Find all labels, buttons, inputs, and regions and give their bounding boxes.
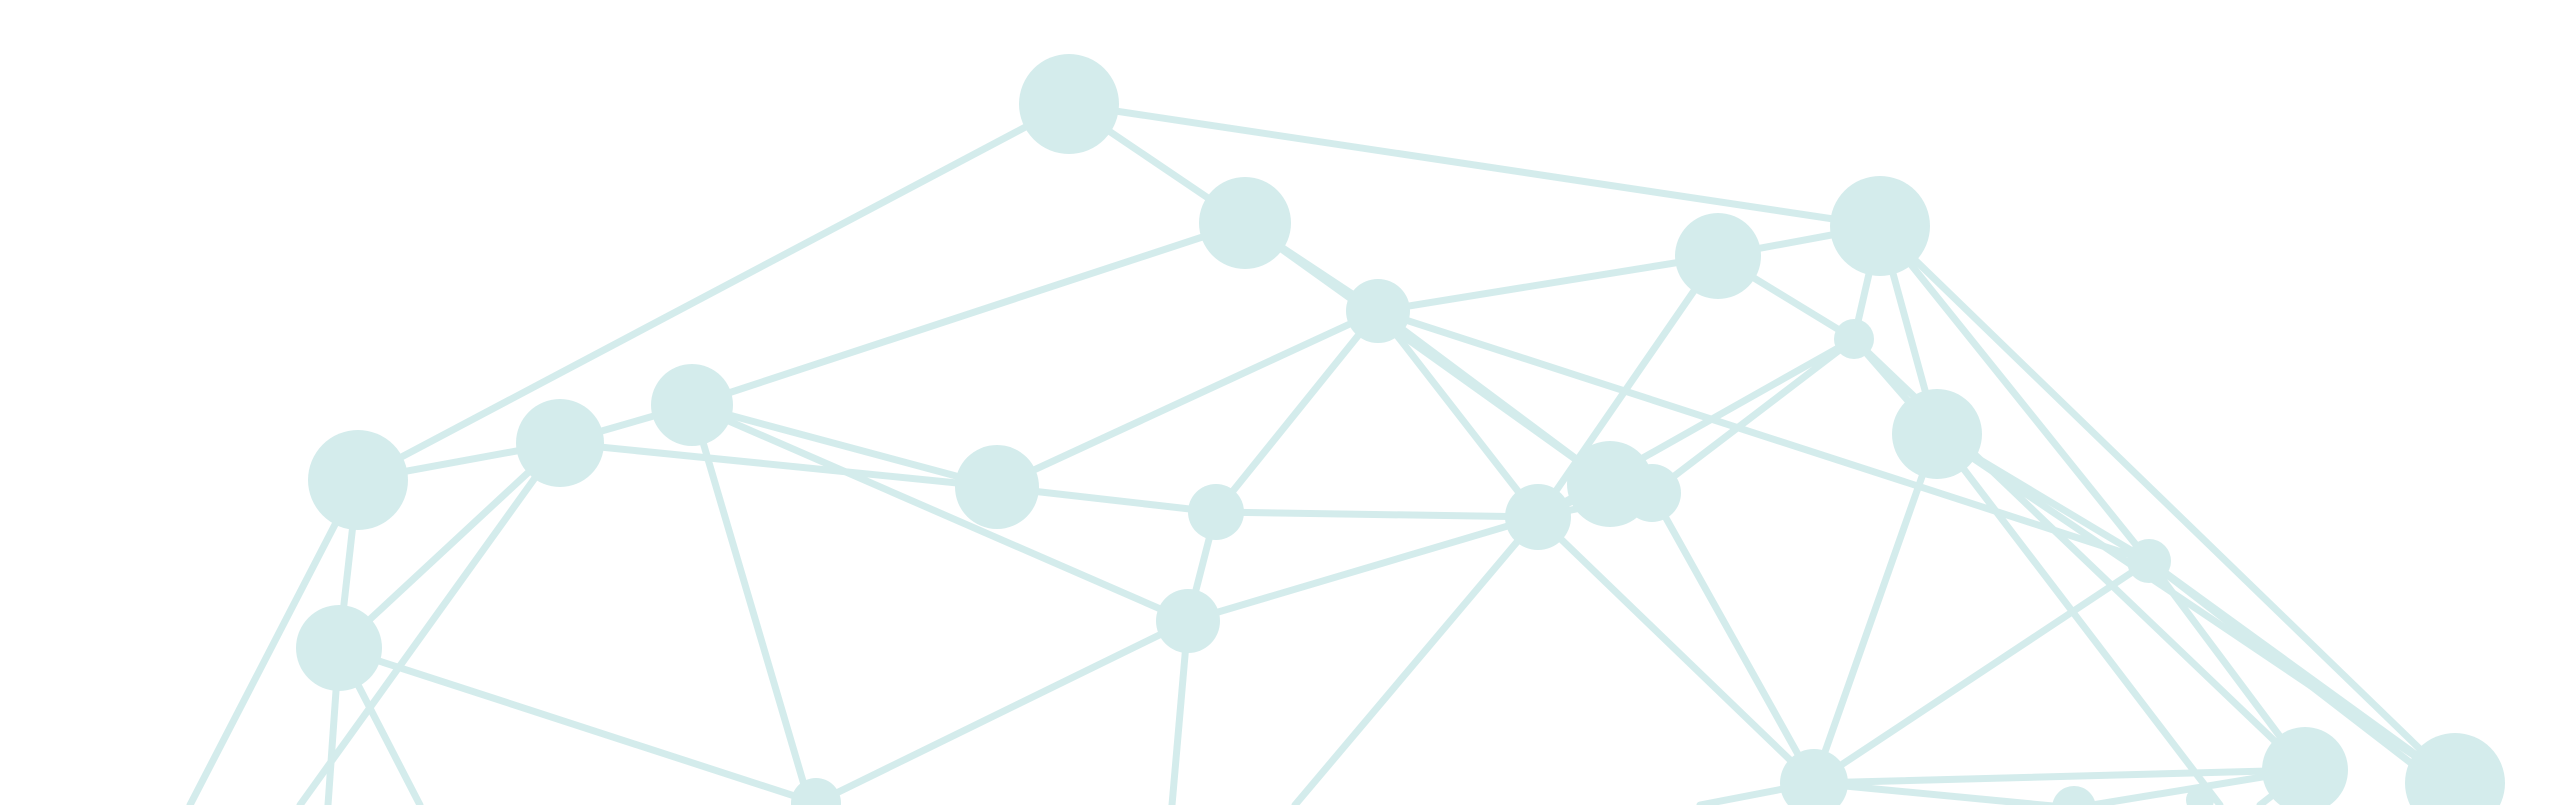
network-edge: [1534, 252, 1722, 521]
network-edge: [1648, 489, 1818, 787]
network-edge: [1374, 307, 1614, 488]
network-edge: [354, 100, 1073, 484]
network-node: [2127, 539, 2171, 583]
network-node: [791, 778, 841, 805]
network-edge: [688, 401, 814, 805]
network-edge: [1876, 222, 2153, 565]
network-node: [2186, 786, 2214, 805]
network-edge: [688, 219, 1249, 409]
network-edge: [1933, 430, 2459, 787]
network-edge: [1212, 307, 1382, 516]
network-node: [955, 445, 1039, 529]
network-node: [296, 605, 382, 691]
network-edge: [688, 401, 1001, 491]
network-edge: [296, 439, 564, 805]
network-edge: [186, 476, 362, 805]
network-node: [2262, 727, 2348, 805]
network-edge: [812, 617, 1192, 805]
network-node: [1346, 279, 1410, 343]
network-node: [2405, 733, 2505, 805]
network-node: [516, 399, 604, 487]
network-nodes: [296, 54, 2505, 805]
network-node: [1156, 589, 1220, 653]
network-edge: [1212, 508, 1542, 521]
network-edge: [1810, 766, 2309, 787]
network-edge: [1184, 513, 1542, 625]
network-edge: [688, 401, 1192, 625]
network-edge: [1810, 430, 1941, 787]
network-node: [2052, 786, 2096, 805]
network-node: [308, 430, 408, 530]
network-edge: [2145, 557, 2309, 774]
network-edge: [335, 644, 820, 805]
network-node: [1892, 389, 1982, 479]
network-edge: [2145, 557, 2424, 774]
network-edges: [186, 100, 2459, 805]
network-edge: [556, 439, 1001, 491]
network-edge: [1065, 100, 1884, 230]
network-node: [1780, 749, 1848, 805]
network-edge: [1876, 222, 2459, 787]
network-edge: [1374, 307, 2153, 565]
network-node: [1188, 484, 1244, 540]
network-node: [1830, 176, 1930, 276]
network-node: [1199, 177, 1291, 269]
network-edge: [1648, 335, 1858, 497]
network-node: [1623, 464, 1681, 522]
network-node: [651, 364, 733, 446]
network-edge: [1374, 252, 1722, 315]
network-node: [1834, 319, 1874, 359]
network-node: [1019, 54, 1119, 154]
network-edge: [1374, 307, 1542, 521]
network-edge: [1810, 557, 2153, 787]
network-edge: [335, 439, 564, 652]
network-edge: [1291, 513, 1542, 805]
network-node: [1675, 213, 1761, 299]
network-edge: [993, 307, 1382, 491]
network-edge: [1933, 430, 2224, 805]
network-edge: [1534, 513, 1818, 787]
network-node: [1505, 484, 1571, 550]
network-edge: [1810, 779, 2076, 805]
